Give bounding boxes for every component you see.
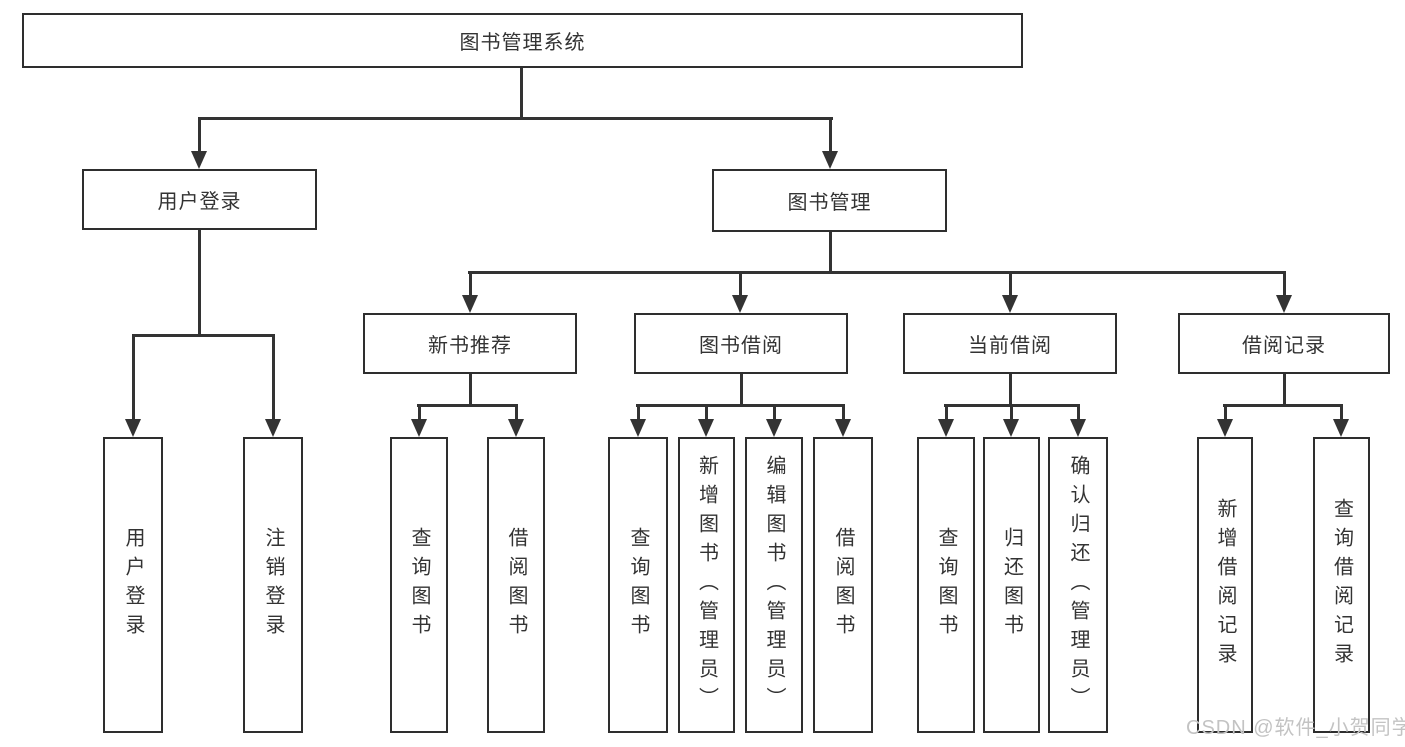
connector-line: [198, 117, 833, 120]
connector-line: [515, 404, 518, 422]
connector-line: [705, 404, 708, 422]
arrow-down-icon: [732, 295, 748, 313]
connector-line: [132, 334, 275, 337]
connector-line: [198, 230, 201, 336]
connector-line: [418, 404, 421, 422]
arrow-down-icon: [1276, 295, 1292, 313]
connector-line: [739, 271, 742, 298]
node-root: 图书管理系统: [22, 13, 1023, 68]
leaf-query-books-recommend: 查询图书: [390, 437, 448, 733]
leaf-query-borrow-record: 查询借阅记录: [1313, 437, 1370, 733]
connector-line: [1340, 404, 1343, 422]
arrow-down-icon: [191, 151, 207, 169]
arrow-down-icon: [766, 419, 782, 437]
arrow-down-icon: [1070, 419, 1086, 437]
connector-line: [637, 404, 640, 422]
leaf-edit-book-admin: 编辑图书（管理员）: [745, 437, 803, 733]
arrow-down-icon: [411, 419, 427, 437]
connector-line: [1283, 374, 1286, 406]
leaf-add-borrow-record: 新增借阅记录: [1197, 437, 1253, 733]
arrow-down-icon: [508, 419, 524, 437]
node-new-book-recommend: 新书推荐: [363, 313, 577, 374]
connector-line: [829, 232, 832, 273]
node-borrow-records: 借阅记录: [1178, 313, 1390, 374]
connector-line: [1283, 271, 1286, 298]
csdn-watermark: CSDN @软件_小贺同学: [1186, 717, 1405, 739]
arrow-down-icon: [462, 295, 478, 313]
leaf-return-book: 归还图书: [983, 437, 1040, 733]
arrow-down-icon: [698, 419, 714, 437]
arrow-down-icon: [630, 419, 646, 437]
connector-line: [1077, 404, 1080, 422]
connector-line: [945, 404, 948, 422]
arrow-down-icon: [265, 419, 281, 437]
connector-line: [469, 271, 472, 298]
connector-line: [198, 117, 201, 154]
leaf-add-book-admin: 新增图书（管理员）: [678, 437, 735, 733]
arrow-down-icon: [1217, 419, 1233, 437]
connector-line: [1224, 404, 1227, 422]
connector-line: [469, 374, 472, 406]
connector-line: [1009, 374, 1012, 406]
leaf-borrow-books-borrow: 借阅图书: [813, 437, 873, 733]
leaf-query-books-current: 查询图书: [917, 437, 975, 733]
connector-line: [272, 334, 275, 421]
leaf-borrow-books-recommend: 借阅图书: [487, 437, 545, 733]
connector-line: [1223, 404, 1343, 407]
connector-line: [1009, 271, 1012, 298]
connector-line: [740, 374, 743, 406]
node-book-borrow: 图书借阅: [634, 313, 848, 374]
connector-line: [417, 404, 518, 407]
arrow-down-icon: [1003, 419, 1019, 437]
leaf-logout: 注销登录: [243, 437, 303, 733]
leaf-user-login: 用户登录: [103, 437, 163, 733]
connector-line: [520, 68, 523, 119]
leaf-confirm-return-admin: 确认归还（管理员）: [1048, 437, 1108, 733]
node-user-login: 用户登录: [82, 169, 317, 230]
arrow-down-icon: [1002, 295, 1018, 313]
arrow-down-icon: [1333, 419, 1349, 437]
arrow-down-icon: [835, 419, 851, 437]
arrow-down-icon: [822, 151, 838, 169]
connector-line: [829, 117, 832, 154]
connector-line: [132, 334, 135, 421]
connector-line: [773, 404, 776, 422]
connector-line: [842, 404, 845, 422]
arrow-down-icon: [125, 419, 141, 437]
connector-line: [1010, 404, 1013, 422]
arrow-down-icon: [938, 419, 954, 437]
connector-line: [636, 404, 845, 407]
node-current-borrow: 当前借阅: [903, 313, 1117, 374]
node-book-management: 图书管理: [712, 169, 947, 232]
leaf-query-books-borrow: 查询图书: [608, 437, 668, 733]
connector-line: [468, 271, 1286, 274]
